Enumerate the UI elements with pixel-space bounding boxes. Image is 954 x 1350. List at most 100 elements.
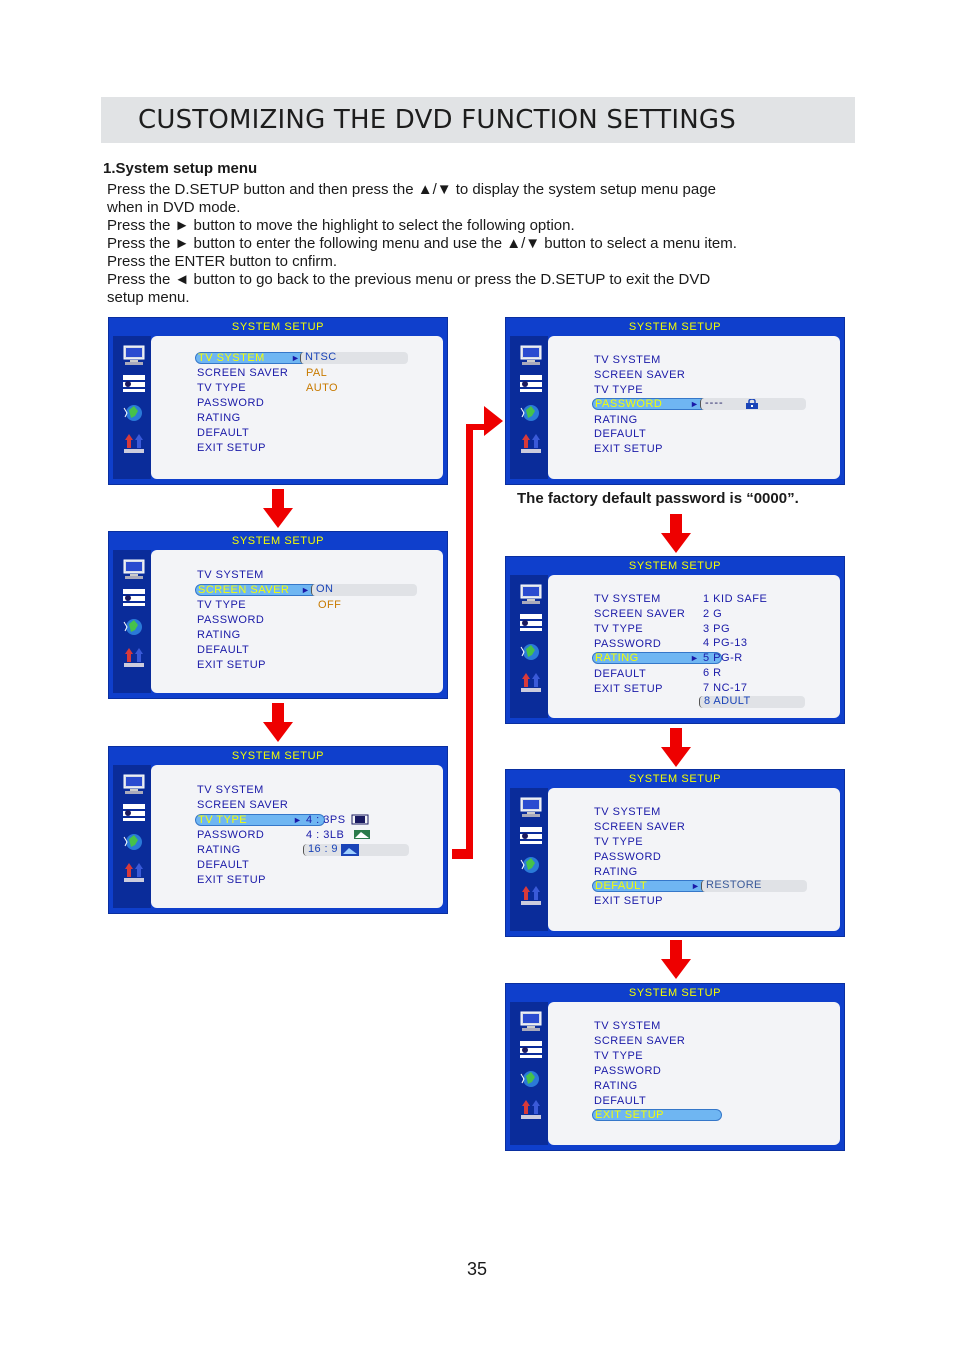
option-on[interactable]: ON <box>311 584 417 596</box>
menu-item-tv-type[interactable]: TV TYPE <box>197 382 247 394</box>
menu-title: SYSTEM SETUP <box>231 750 325 762</box>
icon-strip <box>510 1002 548 1145</box>
instruction-line-4: Press the ► button to enter the followin… <box>107 235 737 252</box>
preference-icon <box>124 434 144 453</box>
submenu-arrow-icon: ► <box>301 585 310 595</box>
menu-title: SYSTEM SETUP <box>231 321 325 333</box>
option-off[interactable]: OFF <box>318 599 342 611</box>
lock-icon <box>746 399 758 409</box>
rating-option-2[interactable]: 2 G <box>703 608 723 620</box>
menu-item-default[interactable]: DEFAULT <box>594 428 647 440</box>
menu-item-screen-saver[interactable]: SCREEN SAVER <box>594 369 686 381</box>
menu-item-tv-type[interactable]: TV TYPE <box>594 384 644 396</box>
menu-item-tv-system[interactable]: TV SYSTEM <box>594 1020 661 1032</box>
menu-item-default[interactable]: DEFAULT <box>197 427 250 439</box>
rating-option-1[interactable]: 1 KID SAFE <box>703 593 768 605</box>
connector-arrow-icon <box>452 406 503 859</box>
menu-item-default[interactable]: DEFAULT <box>594 668 647 680</box>
icon-strip <box>113 336 151 479</box>
menu-item-rating[interactable]: RATING <box>197 844 241 856</box>
menu-item-screen-saver[interactable]: SCREEN SAVER <box>594 608 686 620</box>
menu-panel-screen-saver: SYSTEM SETUP TV SYSTEM SCREEN SAVER TV T… <box>108 531 448 699</box>
pc-monitor-icon <box>123 559 145 579</box>
menu-title: SYSTEM SETUP <box>231 535 325 547</box>
menu-title: SYSTEM SETUP <box>628 321 722 333</box>
menu-item-password[interactable]: PASSWORD <box>594 851 662 863</box>
rating-option-3[interactable]: 3 PG <box>703 623 731 635</box>
menu-item-tv-system[interactable]: TV SYSTEM <box>197 784 264 796</box>
down-arrow-icon <box>661 940 691 979</box>
menu-item-password[interactable]: PASSWORD <box>197 614 265 626</box>
menu-item-exit-setup[interactable]: EXIT SETUP <box>197 874 266 886</box>
option-4-3ps[interactable]: 4 : 3PS <box>306 814 346 826</box>
menu-item-tv-system[interactable]: TV SYSTEM <box>594 354 661 366</box>
menu-item-exit-setup[interactable]: EXIT SETUP <box>197 659 266 671</box>
rating-option-8[interactable]: 8 ADULT <box>699 696 805 708</box>
menu-item-exit-setup[interactable]: EXIT SETUP <box>197 442 266 454</box>
menu-item-tv-type[interactable]: TV TYPE <box>594 1050 644 1062</box>
instruction-line-6: Press the ◄ button to go back to the pre… <box>107 271 711 288</box>
menu-item-default[interactable]: DEFAULT <box>197 859 250 871</box>
menu-item-tv-type[interactable]: TV TYPE <box>197 599 247 611</box>
down-arrow-icon <box>661 728 691 767</box>
audio-settings-icon <box>520 1041 542 1058</box>
menu-item-tv-type[interactable]: TV TYPE <box>594 836 644 848</box>
menu-body: TV SYSTEM SCREEN SAVER TV TYPE PASSWORD … <box>151 336 443 479</box>
menu-item-tv-system[interactable]: TV SYSTEM <box>594 806 661 818</box>
menu-item-tv-type[interactable]: TV TYPE <box>594 623 644 635</box>
menu-panel-password: SYSTEM SETUP TV SYSTEM SCREEN SAVER TV T… <box>505 317 845 485</box>
preference-icon <box>521 1100 541 1119</box>
menu-title: SYSTEM SETUP <box>628 773 722 785</box>
menu-item-tv-system[interactable]: TV SYSTEM <box>594 593 661 605</box>
menu-item-default[interactable]: DEFAULT <box>594 1095 647 1107</box>
menu-item-screen-saver[interactable]: SCREEN SAVER <box>197 799 289 811</box>
menu-body: TV SYSTEM SCREEN SAVER TV TYPE PASSWORD … <box>548 575 840 718</box>
option-restore[interactable]: RESTORE <box>701 880 807 892</box>
menu-item-tv-system[interactable]: TV SYSTEM <box>197 569 264 581</box>
page-number: 35 <box>466 1259 488 1279</box>
menu-item-rating[interactable]: RATING <box>197 629 241 641</box>
menu-item-rating[interactable]: RATING <box>594 866 638 878</box>
default-password-caption: The factory default password is “0000”. <box>517 490 799 507</box>
preference-icon <box>124 648 144 667</box>
menu-item-tv-system[interactable]: TV SYSTEM <box>195 352 325 364</box>
menu-item-exit-setup[interactable]: EXIT SETUP <box>594 895 663 907</box>
rating-option-5[interactable]: 5 PG-R <box>703 652 743 664</box>
menu-item-screen-saver[interactable]: SCREEN SAVER <box>594 1035 686 1047</box>
audio-settings-icon <box>520 614 542 631</box>
menu-item-password[interactable]: PASSWORD <box>197 829 265 841</box>
menu-item-screen-saver[interactable]: SCREEN SAVER <box>197 367 289 379</box>
menu-item-rating[interactable]: RATING <box>197 412 241 424</box>
rating-option-4[interactable]: 4 PG-13 <box>703 637 748 649</box>
pc-monitor-icon <box>520 584 542 604</box>
submenu-arrow-icon: ► <box>691 881 700 891</box>
option-auto[interactable]: AUTO <box>306 382 338 394</box>
menu-item-exit-setup[interactable]: EXIT SETUP <box>594 683 663 695</box>
language-globe-icon <box>123 834 142 850</box>
menu-item-screen-saver[interactable]: SCREEN SAVER <box>195 584 325 596</box>
menu-item-default[interactable]: DEFAULT <box>197 644 250 656</box>
option-pal[interactable]: PAL <box>306 367 328 379</box>
rating-option-7[interactable]: 7 NC-17 <box>703 682 748 694</box>
menu-item-rating[interactable]: RATING <box>594 1080 638 1092</box>
menu-item-rating[interactable]: RATING <box>592 652 722 664</box>
menu-item-exit-setup[interactable]: EXIT SETUP <box>594 443 663 455</box>
menu-item-password[interactable]: PASSWORD <box>197 397 265 409</box>
menu-item-exit-setup[interactable]: EXIT SETUP <box>592 1109 722 1121</box>
submenu-arrow-icon: ► <box>690 399 699 409</box>
menu-item-rating[interactable]: RATING <box>594 414 638 426</box>
submenu-arrow-icon: ► <box>690 653 699 663</box>
language-globe-icon <box>520 405 539 421</box>
rating-option-6[interactable]: 6 R <box>703 667 722 679</box>
option-4-3lb[interactable]: 4 : 3LB <box>306 829 345 841</box>
aspect-4-3lb-icon <box>354 830 370 839</box>
menu-item-password[interactable]: PASSWORD <box>594 638 662 650</box>
audio-settings-icon <box>123 589 145 606</box>
menu-item-password[interactable]: PASSWORD <box>594 1065 662 1077</box>
menu-item-tv-type[interactable]: TV TYPE <box>195 814 325 826</box>
option-ntsc[interactable]: NTSC <box>300 352 408 364</box>
menu-item-screen-saver[interactable]: SCREEN SAVER <box>594 821 686 833</box>
aspect-4-3ps-icon <box>351 814 369 825</box>
pc-monitor-icon <box>123 345 145 365</box>
down-arrow-icon <box>263 703 293 742</box>
